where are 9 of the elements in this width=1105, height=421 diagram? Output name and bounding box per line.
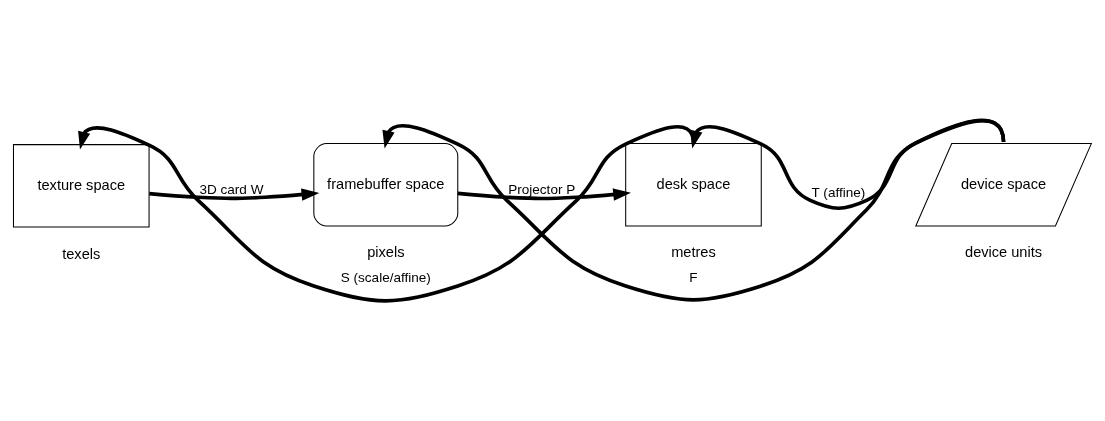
edge-label: Projector P xyxy=(508,181,576,197)
node-label: metres xyxy=(671,244,716,261)
node-label: pixels xyxy=(367,244,405,261)
edge-label: T (affine) xyxy=(811,184,866,200)
edge-label: 3D card W xyxy=(199,181,264,197)
edge-label: F xyxy=(689,270,698,286)
edge-label: S (scale/affine) xyxy=(340,270,431,286)
node-label: device units xyxy=(965,244,1043,261)
node-label: texels xyxy=(62,245,101,262)
